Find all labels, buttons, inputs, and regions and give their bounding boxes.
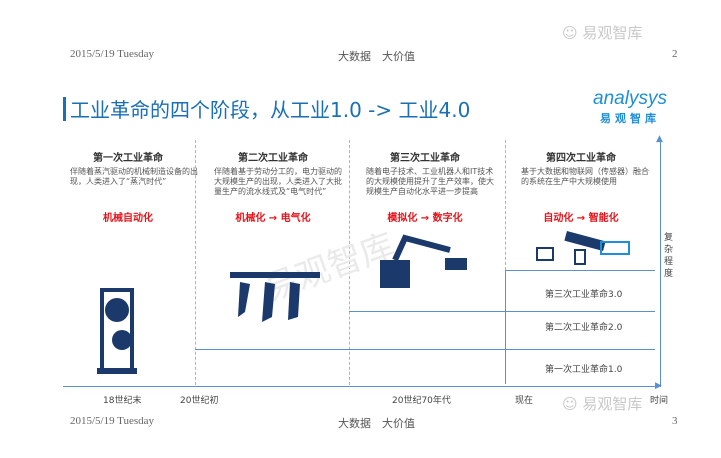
level-arrow — [505, 270, 655, 271]
x-tick: 20世纪初 — [180, 396, 219, 406]
steam-machine-illustration — [97, 288, 137, 374]
footer-center: 大数据 大价值 — [338, 417, 415, 430]
level-label: 第三次工业革命3.0 — [545, 290, 623, 300]
wechat-icon: ☺ — [562, 395, 583, 413]
wechat-watermark: ☺ 易观智库 — [562, 24, 643, 42]
level-label: 第二次工业革命2.0 — [545, 323, 623, 333]
x-axis — [63, 386, 659, 387]
wechat-icon: ☺ — [562, 24, 583, 42]
title-bar — [63, 97, 66, 121]
y-axis-label: 复杂程度 — [664, 233, 674, 279]
now-arrow — [505, 270, 506, 384]
arrow-icon: ▲ — [656, 134, 663, 144]
column-key: 机械化 → 电气化 — [235, 213, 311, 224]
x-axis-label: 时间 — [650, 396, 669, 406]
footer-page-number: 3 — [672, 415, 678, 427]
column-heading: 第一次工业革命 — [93, 153, 163, 164]
column-heading: 第二次工业革命 — [238, 153, 308, 164]
column-desc: 伴随着蒸汽驱动的机械制造设备的出现，人类进入了“蒸汽时代” — [70, 167, 198, 186]
wechat-watermark: ☺ 易观智库 — [562, 395, 643, 413]
page-title: 工业革命的四个阶段，从工业1.0 -> 工业4.0 — [70, 98, 471, 122]
assembly-line-illustration — [230, 272, 320, 322]
column-heading: 第四次工业革命 — [546, 153, 616, 164]
column-key: 机械自动化 — [103, 213, 153, 224]
header-center: 大数据 大价值 — [338, 50, 415, 63]
logo: analysys 易观智库 — [593, 88, 667, 125]
x-tick: 18世纪末 — [103, 396, 142, 406]
column-desc: 伴随着基于劳动分工的，电力驱动的大规模生产的出现，人类进入了大批量生产的流水线式… — [214, 167, 342, 196]
level-arrow — [195, 349, 655, 350]
column-heading: 第三次工业革命 — [390, 153, 460, 164]
column-desc: 基于大数据和物联网（传感器）融合的系统在生产中大规模使用 — [521, 167, 649, 186]
divider — [505, 140, 506, 270]
iot-devices-illustration — [536, 230, 630, 265]
level-arrow — [349, 311, 655, 312]
divider — [195, 140, 196, 385]
column-key: 模拟化 → 数字化 — [387, 213, 463, 224]
divider — [349, 140, 350, 385]
x-tick: 现在 — [515, 396, 534, 406]
x-tick: 20世纪70年代 — [392, 396, 451, 406]
page-number: 2 — [672, 48, 678, 60]
arrow-icon: ▶ — [655, 381, 662, 391]
level-label: 第一次工业革命1.0 — [545, 365, 623, 375]
footer-date: 2015/5/19 Tuesday — [70, 415, 155, 427]
robot-arm-illustration — [380, 234, 467, 288]
column-key: 自动化 → 智能化 — [543, 213, 619, 224]
y-axis — [660, 140, 661, 387]
column-desc: 随着电子技术、工业机器人和IT技术的大规模使用提升了生产效率，使大规模生产自动化… — [366, 167, 494, 196]
header-date: 2015/5/19 Tuesday — [70, 48, 155, 60]
